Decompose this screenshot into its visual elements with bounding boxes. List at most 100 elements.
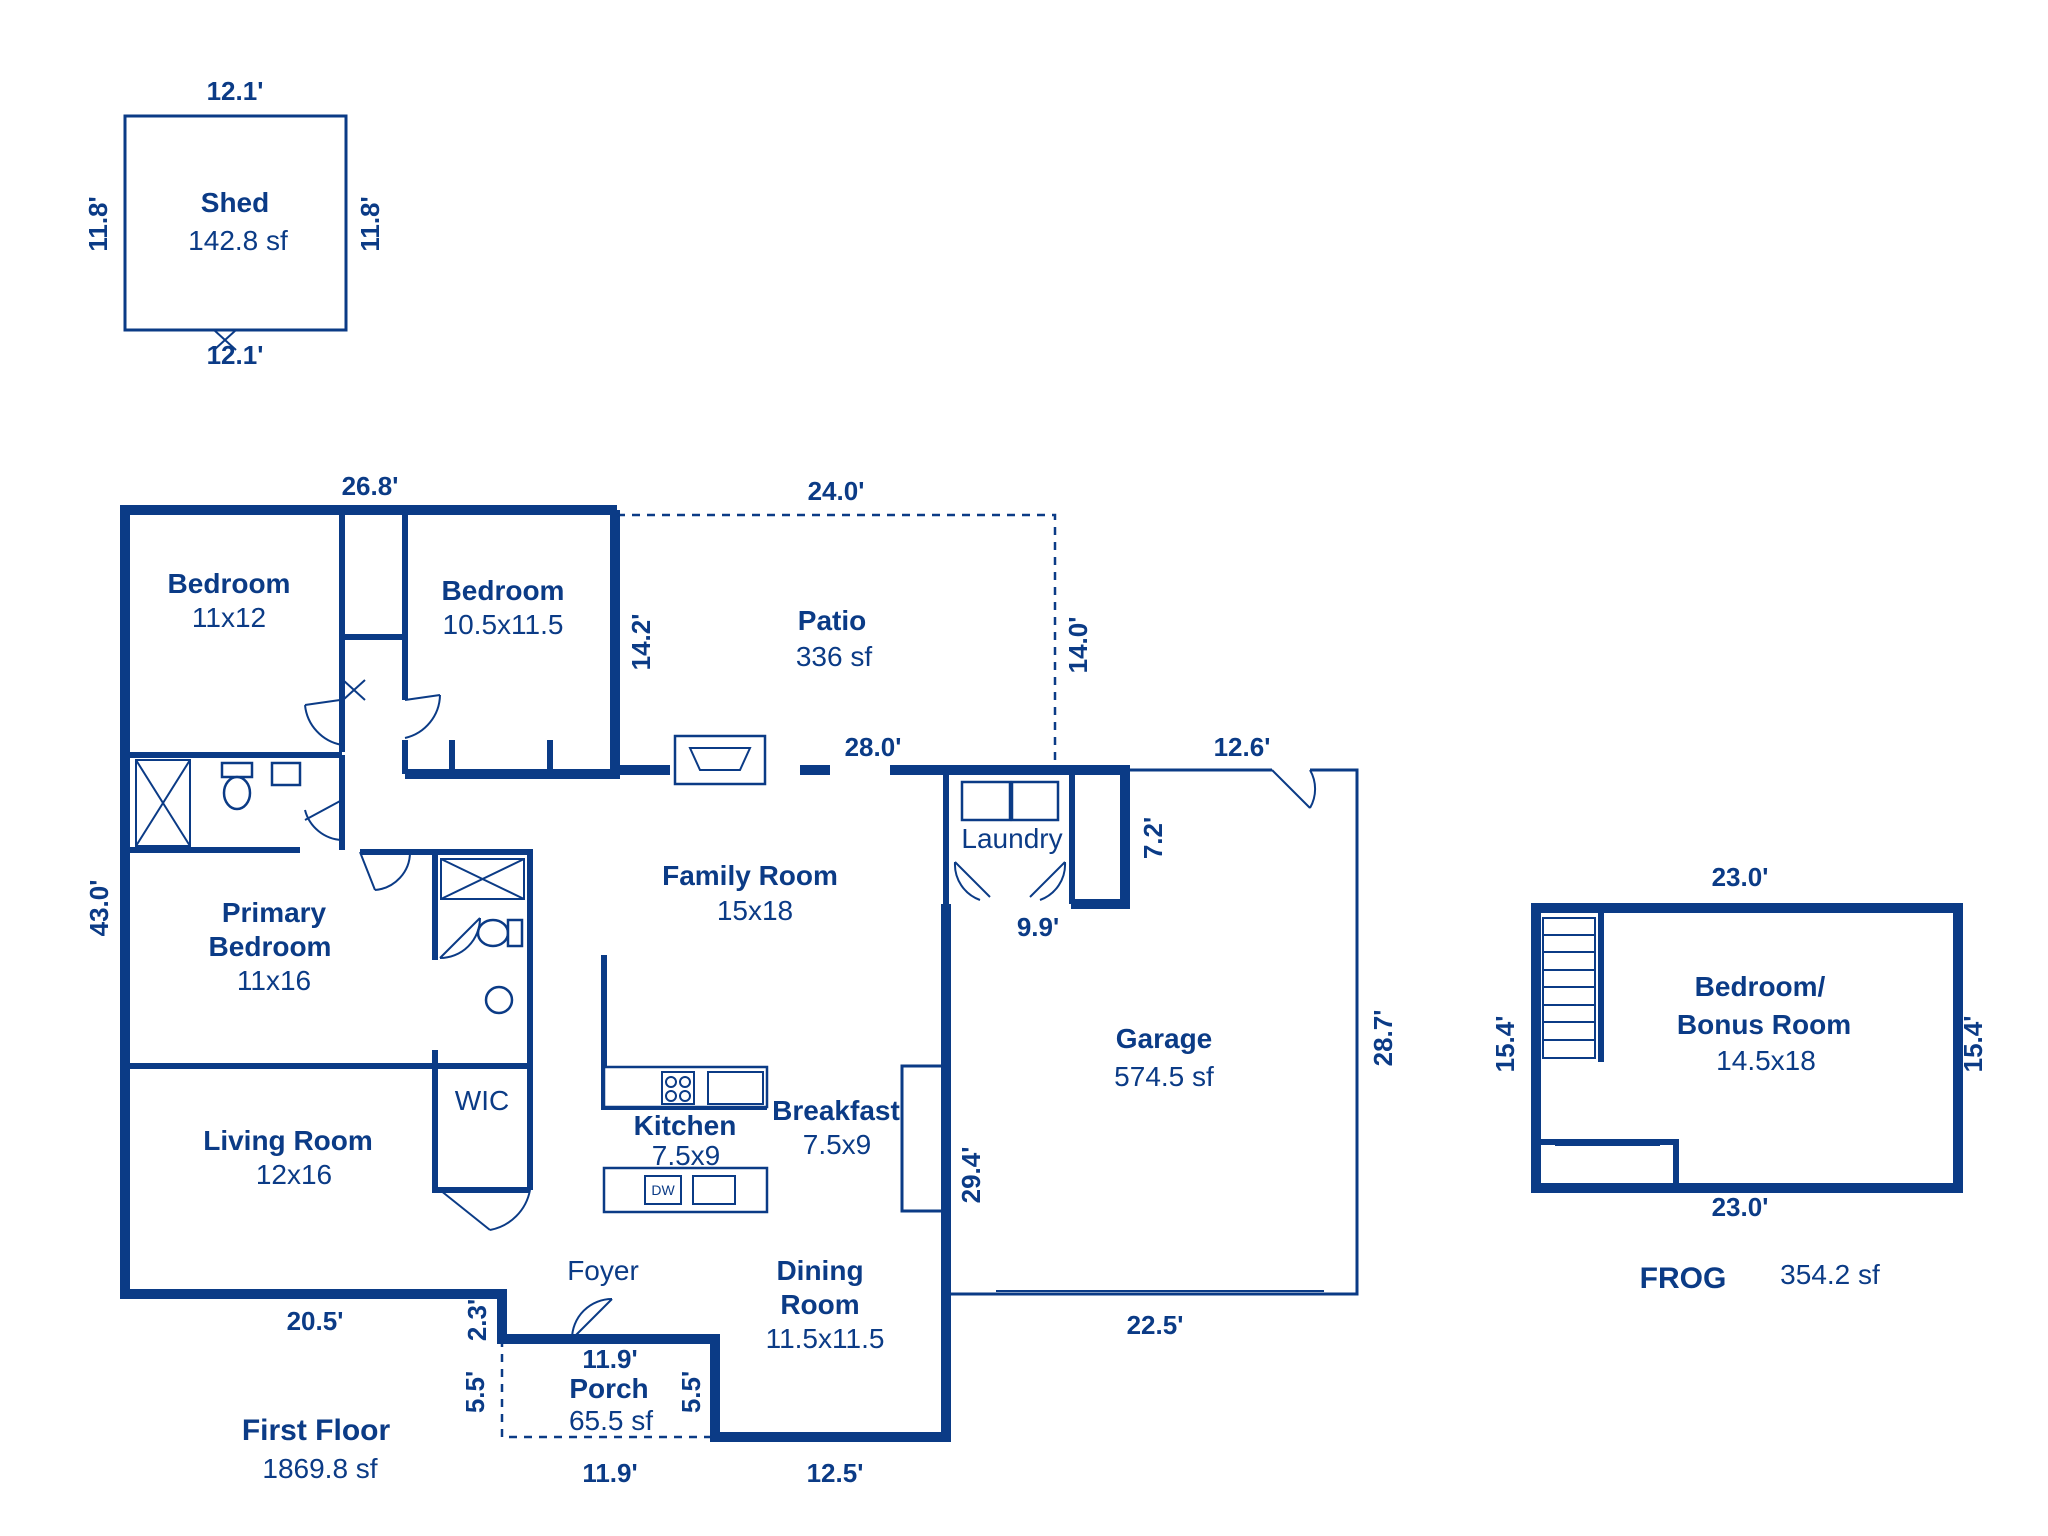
washer [960, 780, 1012, 822]
laundry-door-1 [953, 861, 991, 901]
shed-dim-bottom: 12.1' [207, 340, 264, 370]
kitchen-stove [661, 1071, 695, 1105]
dishwasher [644, 1175, 682, 1205]
dim-garage-bottom: 22.5' [1127, 1310, 1184, 1340]
bedroom-partitions [339, 510, 615, 777]
dining-room-size: 11.5x11.5 [766, 1323, 885, 1354]
laundry-walls [943, 772, 1075, 904]
primary-bedroom-name-2: Bedroom [209, 931, 332, 962]
frog-plan: Bedroom/ Bonus Room 14.5x18 23.0' 23.0' … [1490, 862, 1988, 1295]
dim-porch-top: 11.9' [582, 1344, 637, 1374]
shed-plan: Shed 142.8 sf 12.1' 12.1' 11.8' 11.8' [83, 76, 385, 370]
dim-garage-top: 12.6' [1214, 732, 1271, 762]
dryer [1010, 780, 1060, 822]
family-room-name: Family Room [662, 860, 838, 891]
primary-sink [484, 985, 514, 1015]
dim-top-house: 26.8' [342, 471, 399, 501]
living-room-name: Living Room [203, 1125, 373, 1156]
shed-dim-left: 11.8' [83, 196, 113, 251]
hall-shower [135, 759, 191, 847]
frog-room-name-1: Bedroom/ [1695, 971, 1826, 1002]
primary-bedroom-name-1: Primary [222, 897, 327, 928]
hall-bath-door [304, 799, 343, 841]
shed-area: 142.8 sf [188, 225, 288, 256]
kitchen-name: Kitchen [634, 1110, 737, 1141]
patio-name: Patio [798, 605, 866, 636]
primary-bath-door [439, 917, 481, 959]
kitchen-island [602, 1166, 769, 1214]
first-floor-plan: DW Bedroom 11x12 Bedroom 10.5x11.5 Patio… [84, 471, 1398, 1488]
dim-porch-right: 5.5' [676, 1371, 706, 1413]
wic-name: WIC [455, 1085, 509, 1116]
breakfast-size: 7.5x9 [803, 1129, 872, 1160]
frog-room-name-2: Bonus Room [1677, 1009, 1851, 1040]
primary-bedroom-size: 11x16 [237, 965, 311, 996]
fireplace [673, 734, 767, 786]
bedroom2-door [404, 694, 441, 739]
frog-dim-bottom: 23.0' [1712, 1192, 1769, 1222]
garage-name: Garage [1116, 1023, 1213, 1054]
laundry-name: Laundry [961, 823, 1062, 854]
frog-dim-top: 23.0' [1712, 862, 1769, 892]
dim-laundry-bottom: 9.9' [1017, 912, 1059, 942]
stove-burner-1 [665, 1076, 677, 1088]
frog-closet-wall [1538, 1139, 1679, 1186]
dim-patio-right: 14.0' [1063, 617, 1093, 674]
garage-entry-door [1271, 769, 1317, 809]
primary-bedroom-walls [130, 849, 533, 1193]
frog-stairs [1542, 917, 1596, 1059]
frog-dim-left: 15.4' [1490, 1016, 1520, 1073]
porch-name: Porch [569, 1373, 648, 1404]
frog-area: 354.2 sf [1780, 1259, 1880, 1290]
dishwasher-label: DW [651, 1182, 675, 1198]
family-room-size: 15x18 [717, 895, 793, 926]
frog-dim-right: 15.4' [1958, 1016, 1988, 1073]
dim-garage-left: 29.4' [956, 1147, 986, 1204]
kitchen-size: 7.5x9 [652, 1140, 721, 1171]
first-floor-caption: First Floor [242, 1414, 391, 1447]
dim-porch-left: 5.5' [460, 1371, 490, 1413]
shed-name: Shed [201, 187, 269, 218]
primary-bedroom-door [359, 851, 412, 891]
dining-room-name-2: Room [780, 1289, 859, 1320]
shed-dim-right: 11.8' [355, 196, 385, 251]
shed-walls [123, 114, 348, 332]
dim-garage-right: 28.7' [1368, 1010, 1398, 1067]
bedroom1-size: 11x12 [192, 602, 266, 633]
garage-walls [946, 768, 1359, 1296]
breakfast-wall [900, 1064, 948, 1213]
dim-dining-bottom: 12.5' [807, 1458, 864, 1488]
rear-wall-family [615, 765, 1130, 909]
shed-door [213, 329, 237, 351]
living-room-size: 12x16 [256, 1159, 332, 1190]
bedroom2-name: Bedroom [442, 575, 565, 606]
dim-left-side: 43.0' [84, 880, 114, 937]
dim-patio-top: 24.0' [808, 476, 865, 506]
bedroom2-size: 10.5x11.5 [443, 609, 564, 640]
dim-bottom-left: 20.5' [287, 1306, 344, 1336]
porch-area: 65.5 sf [569, 1405, 653, 1436]
dim-foyer-step: 2.3' [462, 1299, 492, 1341]
shed-dim-top: 12.1' [207, 76, 264, 106]
closet-bedroom2 [449, 740, 553, 774]
patio-outline [617, 513, 1057, 770]
hall-toilet-tank [220, 761, 254, 779]
dining-room-name-1: Dining [776, 1255, 863, 1286]
dim-laundry-right: 7.2' [1138, 817, 1168, 859]
primary-toilet [476, 918, 510, 948]
hall-toilet-bowl [222, 775, 252, 811]
first-floor-area: 1869.8 sf [262, 1453, 377, 1484]
dim-patio-bottom: 28.0' [845, 732, 902, 762]
stove-burner-2 [679, 1076, 691, 1088]
hall-door [342, 679, 366, 701]
primary-shower [440, 858, 525, 900]
primary-shower-drain [440, 858, 525, 900]
dim-porch-bottom: 11.9' [582, 1458, 637, 1488]
patio-area: 336 sf [796, 641, 872, 672]
laundry-door-2 [1029, 861, 1067, 901]
dim-patio-left: 14.2' [626, 614, 656, 671]
kitchen-sink [692, 1175, 736, 1205]
stove-burner-4 [679, 1090, 691, 1102]
fireplace-firebox [688, 747, 752, 771]
foyer-name: Foyer [567, 1255, 639, 1286]
